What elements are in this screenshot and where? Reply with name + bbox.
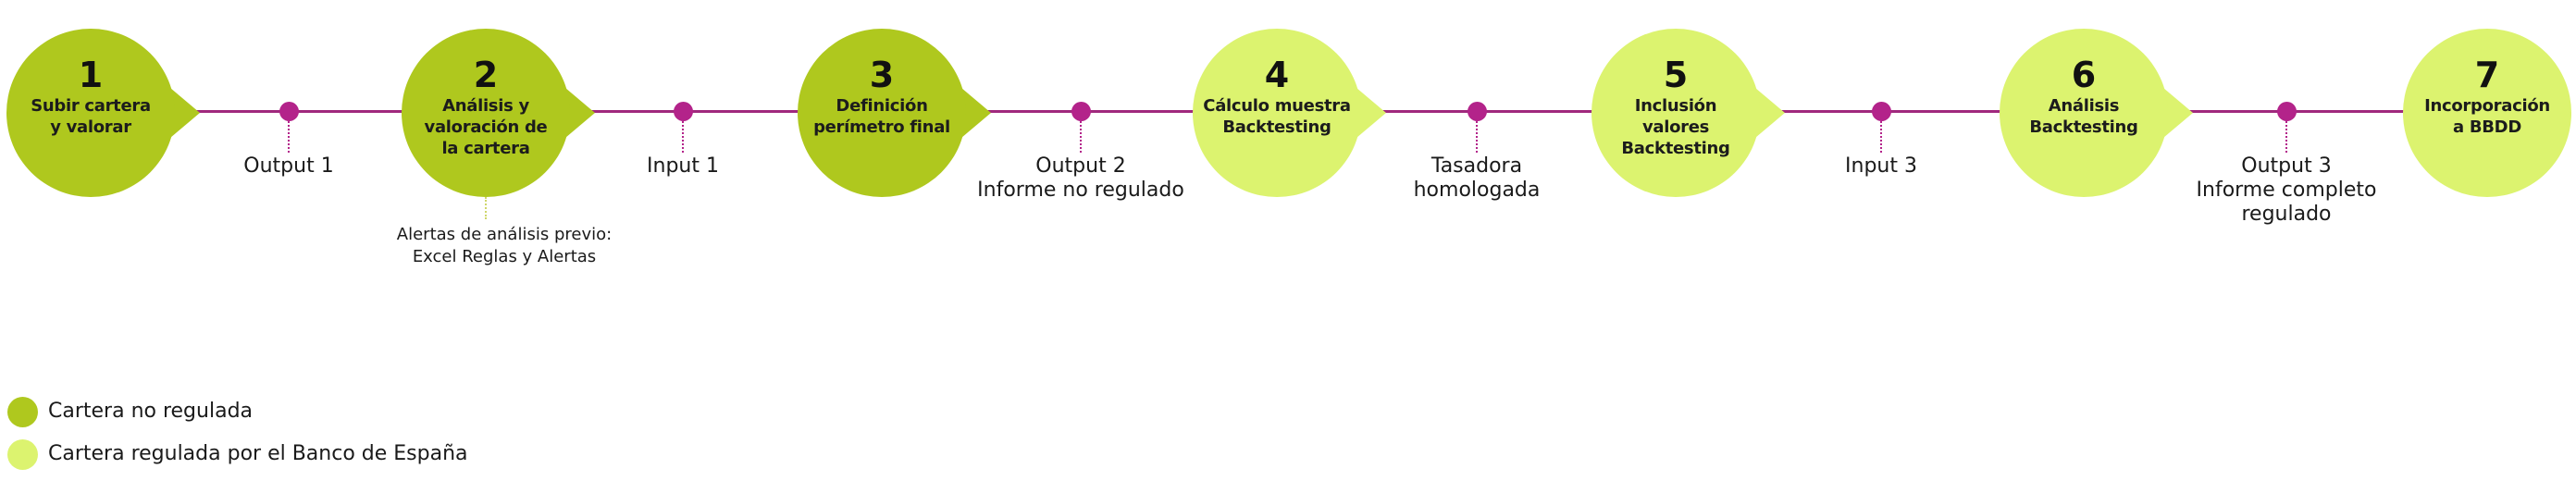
step-7-node: 7 Incorporación a BBDD [2403, 29, 2571, 197]
step-4-node: 4 Cálculo muestra Backtesting [1193, 29, 1386, 197]
step-label: Inclusión valores Backtesting [1621, 96, 1730, 158]
step-6-node: 6 Análisis Backtesting [2000, 29, 2193, 197]
note-leader-line [485, 197, 487, 219]
step-label: Cálculo muestra Backtesting [1203, 96, 1351, 137]
step-circle [402, 29, 570, 197]
flow-line [986, 110, 1208, 113]
arrow-pointer-icon [170, 88, 200, 138]
step-2-note: Alertas de análisis previo: Excel Reglas… [396, 225, 613, 266]
leader-line [288, 121, 290, 153]
step-label: Análisis y valoración de la cartera [424, 96, 548, 158]
output-3-dot-icon [2277, 102, 2297, 121]
leader-line [1476, 121, 1478, 153]
step-number: 4 [1264, 55, 1290, 95]
step-label: Definición perímetro final [813, 96, 950, 137]
arrow-pointer-icon [565, 88, 595, 138]
legend-item-non-regulated: Cartera no regulada [7, 396, 468, 427]
step-circle [2403, 29, 2571, 197]
flow-line [194, 110, 416, 113]
connector-label-tasadora: Tasadora homologada [1413, 154, 1541, 202]
legend-item-regulated: Cartera regulada por el Banco de España [7, 438, 468, 470]
arrow-pointer-icon [2163, 88, 2193, 138]
step-number: 2 [473, 55, 499, 95]
step-label: Análisis Backtesting [2029, 96, 2138, 137]
step-label: Subir cartera y valorar [31, 96, 151, 137]
connector-label-output-3: Output 3 Informe completo regulado [2196, 154, 2377, 226]
output-2-dot-icon [1071, 102, 1091, 121]
legend-label: Cartera regulada por el Banco de España [48, 442, 468, 465]
step-label: Incorporación a BBDD [2424, 96, 2550, 137]
connector-label-input-1: Input 1 [647, 154, 719, 178]
output-1-dot-icon [279, 102, 299, 121]
leader-line [1080, 121, 1082, 153]
step-5-node: 5 Inclusión valores Backtesting [1591, 29, 1785, 197]
step-2-node: 2 Análisis y valoración de la cartera [402, 29, 595, 197]
connector-label-output-1: Output 1 [243, 154, 334, 178]
input-1-dot-icon [674, 102, 693, 121]
step-number: 6 [2071, 55, 2097, 95]
step-circle [1591, 29, 1760, 197]
flow-line [588, 110, 811, 113]
leader-line [2285, 121, 2287, 153]
connector-label-input-3: Input 3 [1845, 154, 1917, 178]
arrow-pointer-icon [1755, 88, 1785, 138]
tasadora-dot-icon [1468, 102, 1487, 121]
leader-line [682, 121, 684, 153]
flow-line [1382, 110, 1604, 113]
step-number: 3 [869, 55, 895, 95]
light-green-circle-icon [7, 438, 38, 470]
legend: Cartera no regulada Cartera regulada por… [7, 396, 468, 481]
step-circle [2000, 29, 2168, 197]
step-circle [6, 29, 175, 197]
arrow-pointer-icon [961, 88, 991, 138]
dark-green-circle-icon [7, 396, 38, 427]
step-3-node: 3 Definición perímetro final [798, 29, 991, 197]
step-number: 1 [78, 55, 104, 95]
step-number: 5 [1663, 55, 1689, 95]
step-circle [1193, 29, 1361, 197]
input-3-dot-icon [1872, 102, 1891, 121]
flow-line [2187, 110, 2409, 113]
leader-line [1880, 121, 1882, 153]
connector-label-output-2: Output 2 Informe no regulado [977, 154, 1184, 202]
step-circle [798, 29, 966, 197]
step-number: 7 [2474, 55, 2500, 95]
legend-label: Cartera no regulada [48, 400, 254, 423]
step-1-node: 1 Subir cartera y valorar [6, 29, 200, 197]
flow-line [1778, 110, 2010, 113]
arrow-pointer-icon [1356, 88, 1386, 138]
